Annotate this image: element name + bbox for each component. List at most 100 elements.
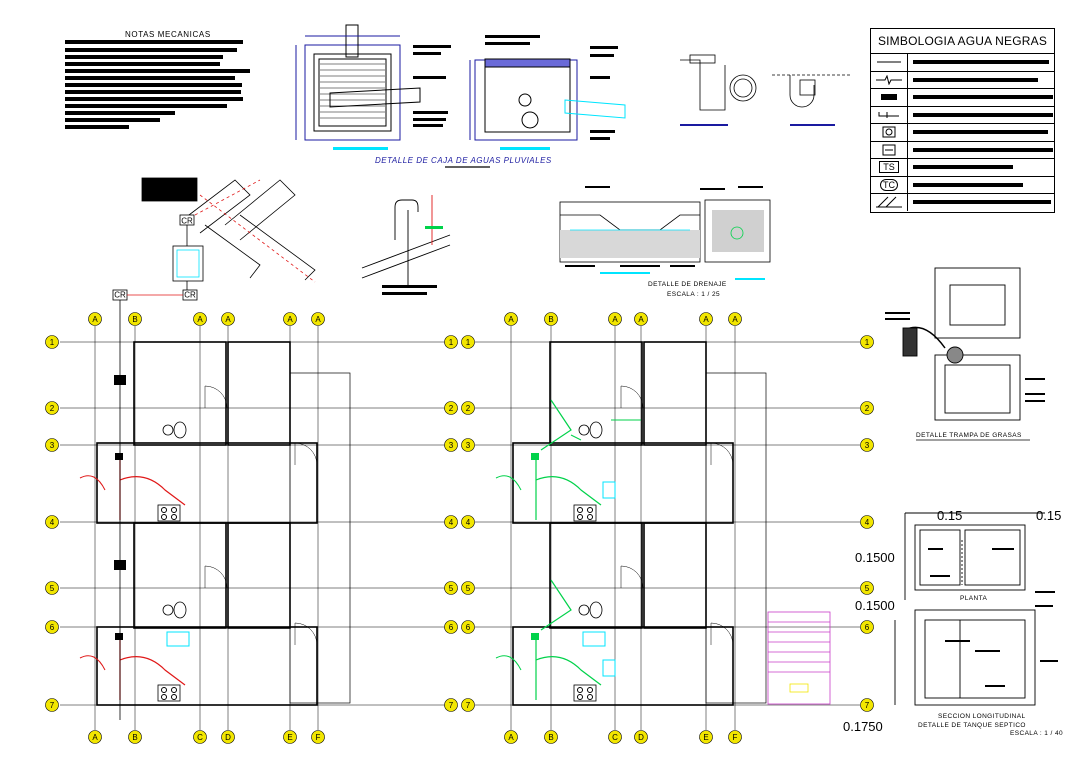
grease-trap-labels	[885, 312, 1045, 402]
grid-row-bubble: 4	[444, 515, 458, 529]
septic-plan-label: PLANTA	[960, 595, 987, 602]
legend-row	[871, 54, 1054, 72]
pipe-symbol-icon	[871, 71, 908, 88]
svg-text:6: 6	[50, 623, 55, 632]
cleanout-icon	[871, 89, 908, 106]
pluvial-labels	[333, 35, 618, 150]
svg-text:A: A	[612, 315, 618, 324]
dim-value-2: 0.1500	[855, 598, 895, 613]
drainage-detail	[559, 199, 771, 263]
drainage-scale: ESCALA : 1 / 25	[667, 291, 720, 298]
roof-pipe-diagram	[112, 177, 316, 301]
svg-text:7: 7	[466, 701, 471, 710]
grid-row-bubble: 4	[461, 515, 475, 529]
svg-text:B: B	[132, 733, 137, 742]
legend-row	[871, 141, 1054, 159]
svg-text:A: A	[703, 315, 709, 324]
grid-row-bubble: 7	[444, 698, 458, 712]
grid-row-bubble: 5	[444, 581, 458, 595]
grid-column-bubble: D	[221, 730, 235, 744]
svg-text:B: B	[548, 733, 553, 742]
drain-detail-small-captions	[680, 124, 835, 126]
grid-row-bubble: 3	[444, 438, 458, 452]
floor-drain-icon	[871, 124, 908, 141]
svg-text:A: A	[732, 315, 738, 324]
grid-column-bubble: F	[311, 730, 325, 744]
grid-row-bubble: 1	[461, 335, 475, 349]
grid-row-bubble: 2	[860, 401, 874, 415]
grid-row-bubble: 2	[444, 401, 458, 415]
grid-row-bubble: 6	[45, 620, 59, 634]
roof-drain-detail	[361, 195, 451, 285]
septic-tank-detail	[894, 512, 1045, 706]
grid-column-bubble: A	[634, 312, 648, 326]
dim-value-1: 0.1500	[855, 550, 895, 565]
grid-row-bubble: 1	[860, 335, 874, 349]
grease-trap-icon	[871, 141, 908, 158]
svg-text:4: 4	[449, 518, 454, 527]
svg-text:6: 6	[865, 623, 870, 632]
svg-text:A: A	[287, 315, 293, 324]
grid-column-bubble: A	[728, 312, 742, 326]
legend-row	[871, 124, 1054, 142]
grid-column-bubble: E	[283, 730, 297, 744]
svg-text:5: 5	[449, 584, 454, 593]
grid-column-bubble: A	[699, 312, 713, 326]
grease-trap-detail	[902, 267, 1021, 421]
svg-text:A: A	[508, 733, 514, 742]
drain-detail-small	[680, 54, 850, 111]
svg-text:5: 5	[865, 584, 870, 593]
svg-text:6: 6	[449, 623, 454, 632]
grid-column-bubble: A	[88, 312, 102, 326]
svg-text:2: 2	[865, 404, 870, 413]
svg-text:4: 4	[865, 518, 870, 527]
legend-row	[871, 71, 1054, 89]
svg-text:2: 2	[466, 404, 471, 413]
grid-row-bubble: 5	[461, 581, 475, 595]
grid-row-bubble: 3	[860, 438, 874, 452]
legend-row: TC	[871, 176, 1054, 194]
notes-title: NOTAS MECANICAS	[125, 30, 211, 39]
grid-row-bubble: 6	[860, 620, 874, 634]
grid-column-bubble: A	[608, 312, 622, 326]
svg-text:6: 6	[466, 623, 471, 632]
svg-text:1: 1	[50, 338, 55, 347]
grid-row-bubble: 1	[444, 335, 458, 349]
septic-dim-top-right: 0.15	[1036, 508, 1061, 523]
grid-row-bubble: 2	[45, 401, 59, 415]
svg-text:D: D	[225, 733, 231, 742]
grid-column-bubble: A	[504, 312, 518, 326]
grid-column-bubble: B	[128, 312, 142, 326]
septic-dim-top-left: 0.15	[937, 508, 962, 523]
svg-text:3: 3	[50, 441, 55, 450]
grid-row-bubble: 2	[461, 401, 475, 415]
grid-row-bubble: 3	[45, 438, 59, 452]
svg-text:5: 5	[466, 584, 471, 593]
tc-icon: TC	[871, 176, 908, 193]
pluvial-box-detail	[295, 24, 626, 141]
grid-column-bubble: F	[728, 730, 742, 744]
svg-text:C: C	[197, 733, 203, 742]
drainage-labels	[565, 186, 765, 280]
svg-text:1: 1	[865, 338, 870, 347]
legend-row	[871, 106, 1054, 124]
grid-column-bubble: A	[504, 730, 518, 744]
svg-text:B: B	[548, 315, 553, 324]
grid-column-bubble: A	[311, 312, 325, 326]
grid-column-bubble: A	[193, 312, 207, 326]
grid-row-bubble: 7	[461, 698, 475, 712]
grid-row-bubble: 5	[860, 581, 874, 595]
slope-icon	[871, 194, 908, 211]
cr-label-2: CR	[184, 291, 196, 300]
svg-text:D: D	[638, 733, 644, 742]
svg-text:A: A	[92, 315, 98, 324]
grid-row-bubble: 4	[45, 515, 59, 529]
svg-text:2: 2	[449, 404, 454, 413]
svg-text:F: F	[316, 733, 321, 742]
svg-text:7: 7	[50, 701, 55, 710]
svg-text:7: 7	[449, 701, 454, 710]
svg-text:E: E	[703, 733, 708, 742]
grid-column-bubble: E	[699, 730, 713, 744]
svg-text:3: 3	[865, 441, 870, 450]
grease-trap-caption: DETALLE TRAMPA DE GRASAS	[916, 432, 1022, 439]
